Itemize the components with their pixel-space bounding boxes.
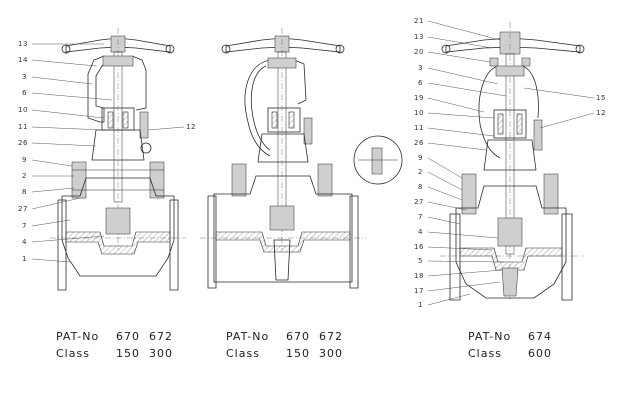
class-label: Class	[56, 347, 90, 360]
callout-27: 27	[414, 198, 424, 206]
class-label: Class	[226, 347, 260, 360]
class-values: 150 300	[116, 347, 173, 360]
callout-7: 7	[418, 213, 423, 221]
pat-no-values: 674	[528, 330, 552, 343]
callout-26: 26	[414, 139, 424, 147]
callout-8: 8	[418, 183, 423, 191]
callout-12: 12	[186, 123, 196, 131]
valve-right	[440, 22, 585, 301]
callout-11: 11	[414, 124, 424, 132]
callout-10: 10	[18, 106, 28, 114]
callout-19: 19	[414, 94, 424, 102]
callout-2: 2	[418, 168, 423, 176]
pat-no-label: PAT-No	[56, 330, 99, 343]
callout-7: 7	[22, 222, 27, 230]
callout-1: 1	[22, 255, 27, 263]
callout-15: 15	[596, 94, 606, 102]
callout-11: 11	[18, 123, 28, 131]
caption-middle: PAT-No 670 672 Class 150 300	[226, 330, 343, 360]
callout-6: 6	[418, 79, 423, 87]
callout-9: 9	[418, 154, 423, 162]
callouts-left: 13 14 3 6 10 11 26 9 2 8 27 7 4 1 12	[18, 40, 196, 263]
callout-13: 13	[414, 33, 424, 41]
caption-left: PAT-No 670 672 Class 150 300	[56, 330, 173, 360]
callout-13: 13	[18, 40, 28, 48]
callouts-right: 21 13 20 3 6 19 10 11 26 9 2 8 27 7 4 16…	[414, 17, 606, 309]
pat-no-values: 670 672	[116, 330, 173, 343]
callout-5: 5	[418, 257, 423, 265]
callout-3: 3	[418, 64, 423, 72]
pat-no-label: PAT-No	[226, 330, 269, 343]
valve-middle	[200, 28, 403, 289]
callout-4: 4	[418, 228, 423, 236]
callout-2: 2	[22, 172, 27, 180]
callout-17: 17	[414, 287, 424, 295]
callout-4: 4	[22, 238, 27, 246]
callout-9: 9	[22, 156, 27, 164]
callout-26: 26	[18, 139, 28, 147]
callout-21: 21	[414, 17, 424, 25]
callout-10: 10	[414, 109, 424, 117]
callout-1: 1	[418, 301, 423, 309]
callout-27: 27	[18, 205, 28, 213]
callout-8: 8	[22, 188, 27, 196]
callout-6: 6	[22, 89, 27, 97]
callout-14: 14	[18, 56, 28, 64]
callout-3: 3	[22, 73, 27, 81]
caption-right: PAT-No 674 Class 600	[468, 330, 552, 360]
class-values: 600	[528, 347, 552, 360]
callout-20: 20	[414, 48, 424, 56]
callout-18: 18	[414, 272, 424, 280]
class-values: 150 300	[286, 347, 343, 360]
class-label: Class	[468, 347, 502, 360]
valve-left	[50, 28, 186, 291]
pat-no-label: PAT-No	[468, 330, 511, 343]
callout-12: 12	[596, 109, 606, 117]
callout-16: 16	[414, 243, 424, 251]
pat-no-values: 670 672	[286, 330, 343, 343]
